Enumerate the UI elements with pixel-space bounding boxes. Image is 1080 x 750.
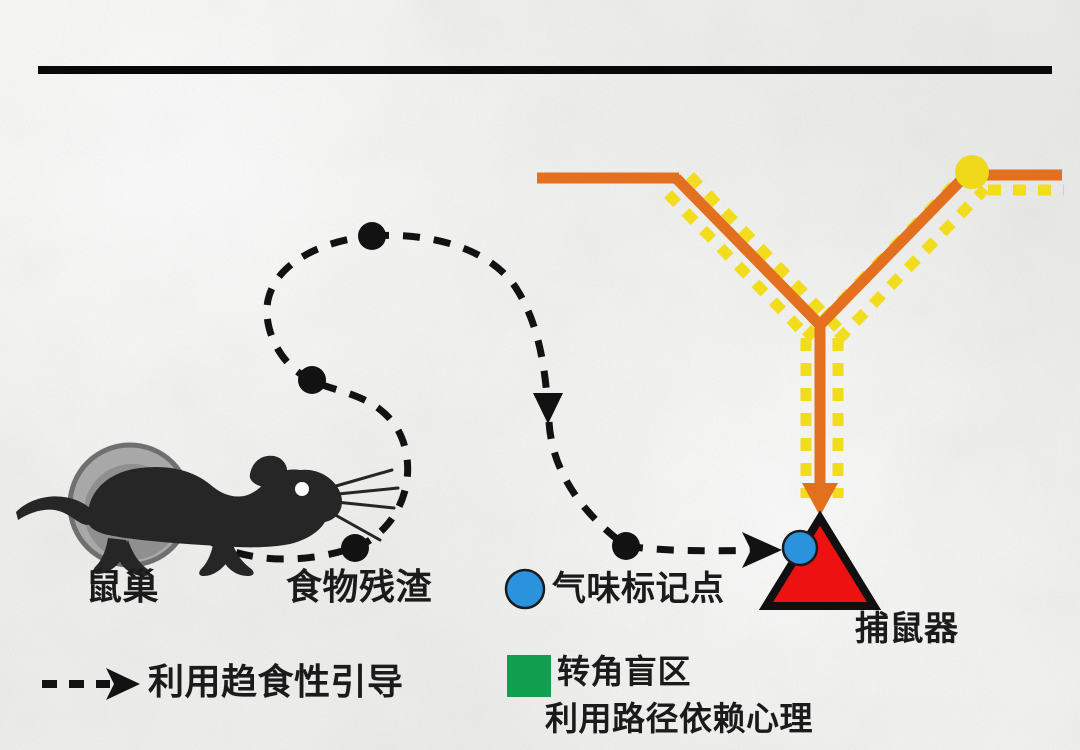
label-feeding-guidance: 利用趋食性引导: [148, 661, 404, 702]
green-square-icon: [507, 655, 551, 697]
label-path-dependency: 利用路径依赖心理: [545, 700, 813, 737]
red-triangle-trap-icon: [758, 510, 882, 610]
black-dot-icon: [298, 366, 326, 394]
mouse-silhouette-icon: [16, 455, 400, 576]
dashed-arrow-icon: [42, 668, 140, 700]
label-food-scraps: 食物残渣: [286, 566, 433, 607]
food-scrap-dots: [298, 222, 640, 562]
dashed-arrow-down-icon: [533, 393, 563, 424]
dashed-arrow-right-icon: [742, 532, 782, 568]
label-scent-marker: 气味标记点: [552, 570, 725, 608]
corridor-path: [537, 168, 1062, 486]
black-dot-icon: [612, 532, 640, 560]
label-trap: 捕鼠器: [855, 610, 959, 648]
label-nest: 鼠巢: [86, 566, 160, 607]
blue-circle-icon: [781, 529, 819, 567]
top-rule: [38, 66, 1052, 74]
black-dot-icon: [341, 534, 369, 562]
black-dot-icon: [358, 222, 386, 250]
label-blind-corner: 转角盲区: [557, 653, 691, 690]
yellow-ball-icon: [955, 155, 989, 189]
orange-arrow-icon: [802, 483, 838, 516]
blue-circle-icon: [504, 568, 546, 610]
